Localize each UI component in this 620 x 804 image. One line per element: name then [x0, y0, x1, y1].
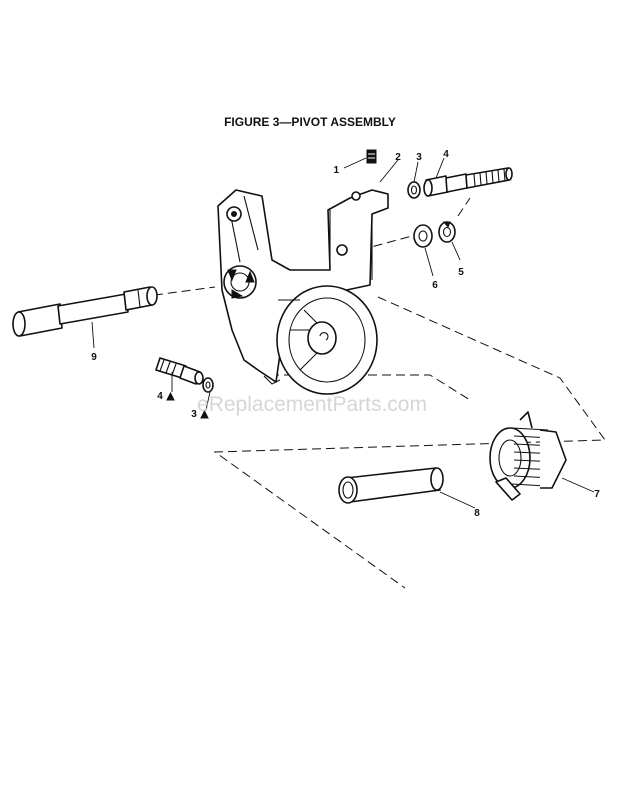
sleeve-part-8[interactable] [338, 467, 444, 504]
hub-drum[interactable] [263, 285, 378, 395]
callout-1: 1 [333, 165, 339, 176]
washer-part-3-top[interactable] [407, 181, 421, 199]
stud-part-4-top[interactable] [423, 167, 513, 197]
spring-part-7[interactable] [489, 411, 567, 501]
triangle-mark-4 [166, 391, 175, 401]
lock-washer-part-5[interactable] [438, 221, 456, 243]
callout-8: 8 [474, 508, 480, 519]
figure-title: FIGURE 3—PIVOT ASSEMBLY [224, 115, 396, 129]
pivot-bracket[interactable] [217, 189, 389, 383]
callout-leaders [91, 157, 595, 509]
pin-part-9[interactable] [12, 286, 158, 337]
washer-part-6[interactable] [413, 224, 433, 248]
callout-4-lower: 4 [157, 391, 163, 402]
stud-part-4-lower[interactable] [155, 357, 204, 385]
callout-9: 9 [91, 352, 97, 363]
callout-3: 3 [416, 152, 422, 163]
callout-4: 4 [443, 149, 449, 160]
set-screw-part-1[interactable] [366, 149, 377, 164]
watermark-text: eReplacementParts.com [197, 393, 427, 416]
triangle-mark-3 [200, 409, 209, 419]
washer-part-3-lower[interactable] [202, 377, 214, 393]
callout-numbers: 1 2 3 4 5 6 7 8 9 4 3 [91, 149, 600, 519]
callout-6: 6 [432, 280, 438, 291]
callout-2: 2 [395, 152, 401, 163]
callout-7: 7 [594, 489, 600, 500]
callout-5: 5 [458, 267, 464, 278]
callout-3-lower: 3 [191, 409, 197, 420]
